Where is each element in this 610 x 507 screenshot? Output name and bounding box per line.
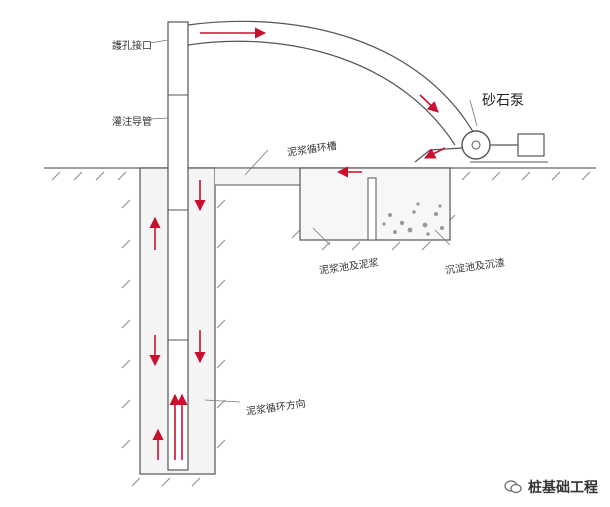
watermark-text: 桩基础工程 — [528, 480, 598, 496]
pump-motor — [517, 133, 545, 157]
flow-arrows — [149, 27, 446, 460]
label-sand-pump: 砂石泵 — [482, 93, 524, 109]
pour-pipe — [167, 21, 189, 471]
label-pour-pipe: 灌注导管 — [112, 117, 152, 128]
sediment-dots — [382, 202, 444, 236]
pool-divider — [367, 177, 377, 241]
pump-outlet — [414, 147, 463, 163]
wechat-icon — [504, 480, 522, 494]
mud-trench — [215, 167, 301, 186]
watermark: 桩基础工程 — [504, 477, 598, 497]
label-hole-mouth: 護孔接口 — [112, 41, 152, 52]
discharge-pipe — [187, 20, 476, 136]
